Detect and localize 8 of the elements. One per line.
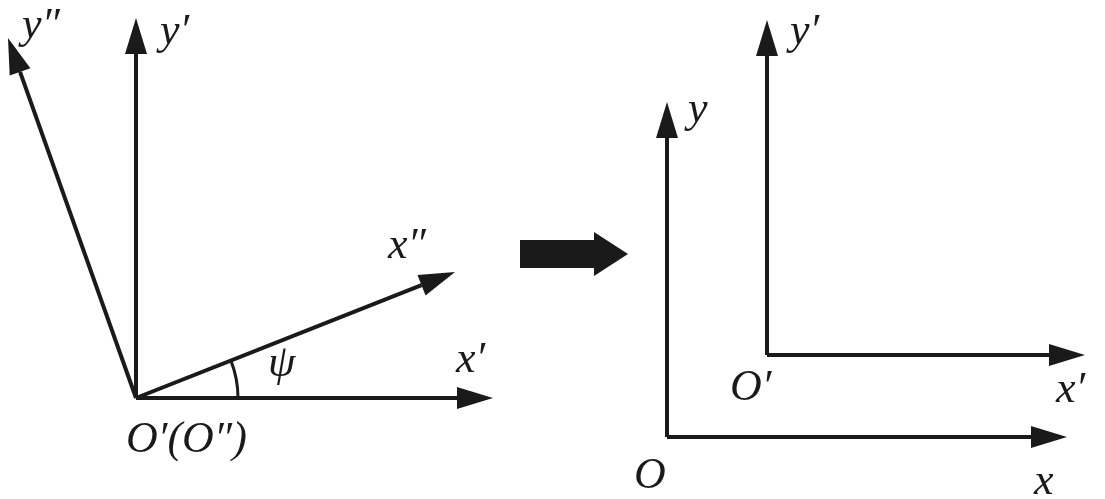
axis-label: ψ (268, 340, 296, 384)
axis-label: x′ (456, 336, 486, 380)
axis-label: x (1034, 458, 1054, 499)
axis-label: x′ (1056, 366, 1086, 410)
axis-label: O′ (730, 364, 772, 408)
axis-label: x″ (388, 222, 426, 266)
axis-label: O′(O″) (126, 416, 247, 460)
axis-label: O (634, 452, 666, 496)
